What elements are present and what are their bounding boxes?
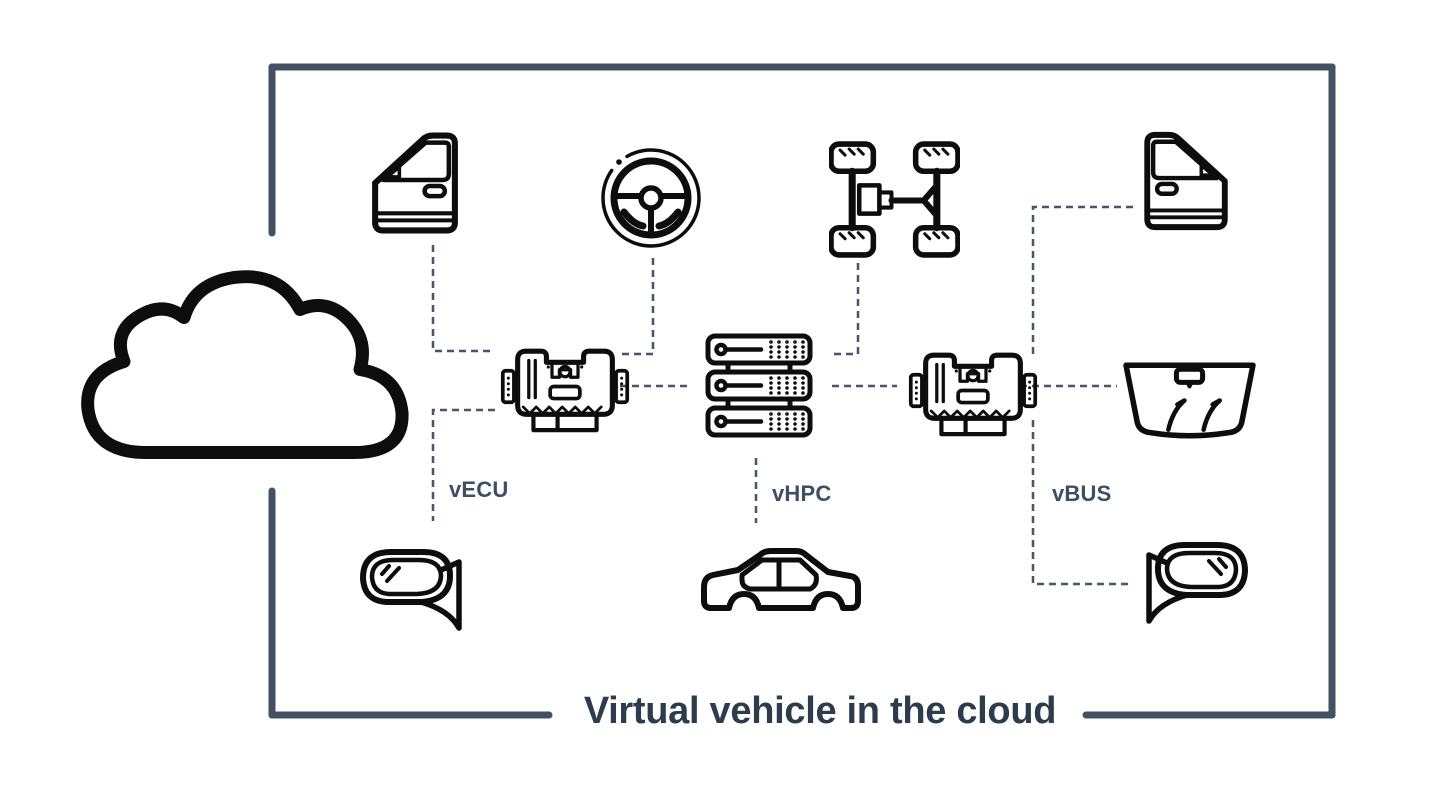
connector-vbus-to-door-tr	[1031, 205, 1133, 356]
connector-door-tl-to-ecu-left	[431, 245, 495, 353]
side-mirror-right-icon	[1141, 537, 1253, 627]
connector-chassis-to-server	[832, 263, 860, 356]
vecu-label: vECU	[449, 477, 509, 502]
car-body-icon	[694, 547, 868, 627]
cloud-icon	[76, 257, 416, 473]
server-led-grid	[769, 340, 805, 431]
chassis-drivetrain-icon	[829, 141, 960, 258]
car-door-left-icon	[362, 127, 465, 239]
side-mirror-left-icon	[355, 544, 467, 634]
vbus-label: vBUS	[1052, 481, 1112, 506]
ecu-module-right-icon	[908, 344, 1038, 437]
connector-steering-to-ecu-left	[620, 258, 655, 356]
ecu-module-left-icon	[500, 340, 630, 433]
steering-wheel-icon	[599, 145, 703, 251]
connector-ecu-left-to-mirror-bl	[431, 408, 495, 521]
vhpc-label: vHPC	[772, 481, 832, 506]
connector-vbus-to-mirror-br	[1031, 420, 1133, 586]
server-rack-icon	[705, 333, 813, 438]
windshield-icon	[1121, 361, 1258, 440]
car-door-right-icon	[1136, 128, 1239, 234]
diagram-title: Virtual vehicle in the cloud	[583, 690, 1057, 732]
